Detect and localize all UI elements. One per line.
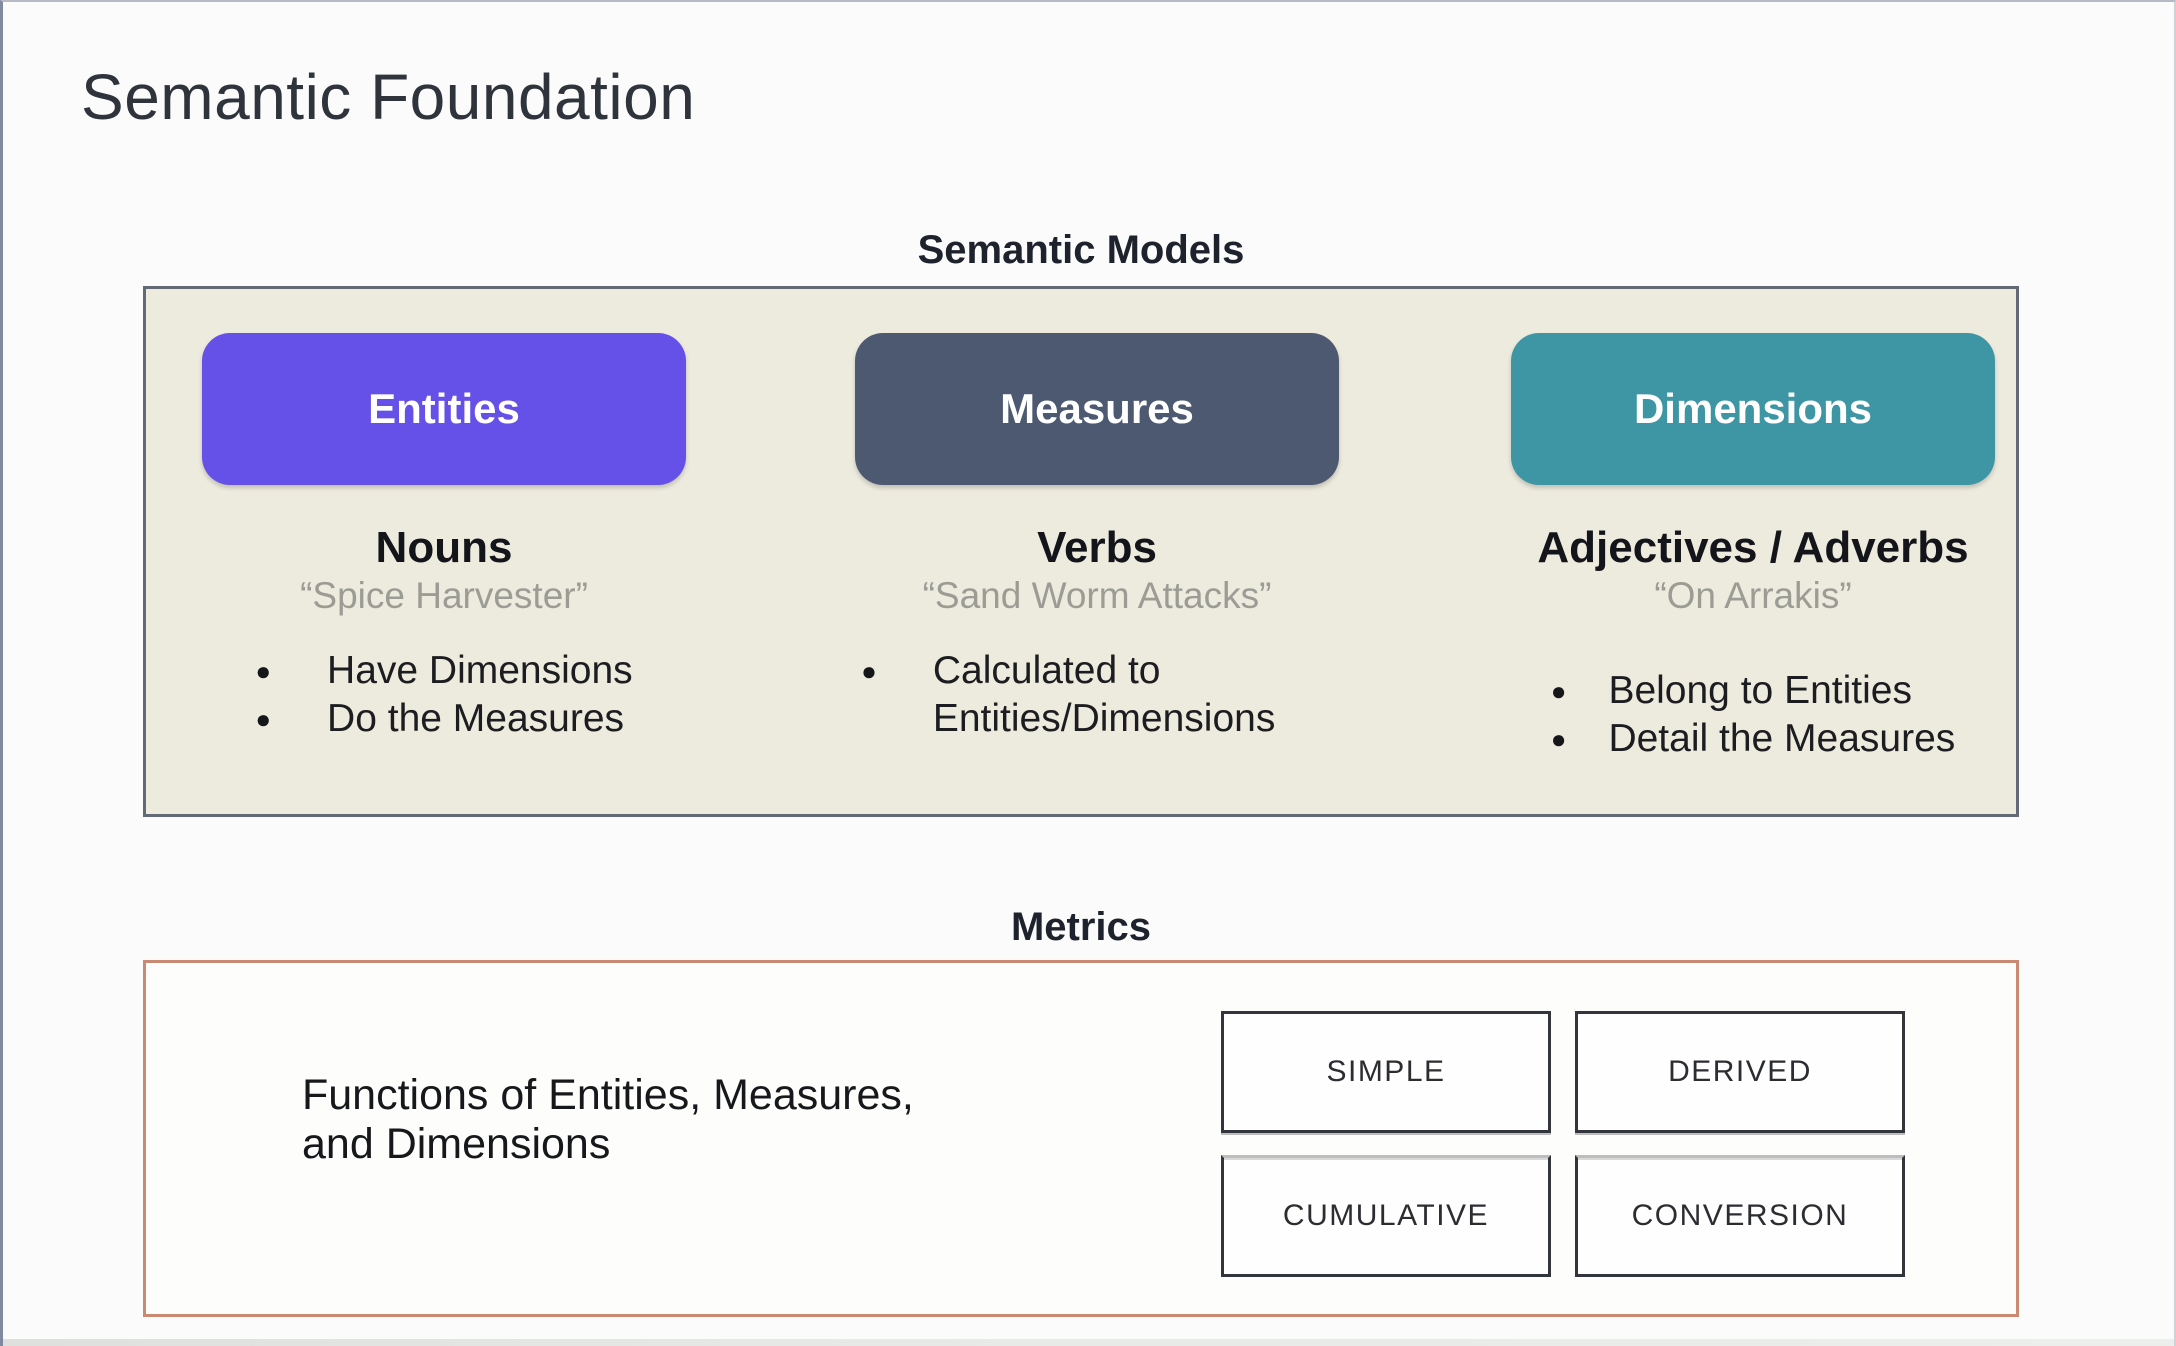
list-item: ● Calculated to Entities/Dimensions [861,647,1333,742]
list-item: ● Have Dimensions [255,647,632,695]
measures-example: “Sand Worm Attacks” [922,575,1272,617]
bullet-icon: ● [1550,676,1567,707]
entities-example: “Spice Harvester” [300,575,588,617]
metric-type-simple: SIMPLE [1221,1011,1551,1133]
bullet-icon: ● [255,704,272,735]
entities-part-of-speech: Nouns [375,523,513,572]
entities-bullet-list: ● Have Dimensions ● Do the Measures [255,647,632,743]
semantic-models-panel: Entities Nouns “Spice Harvester” ● Have D… [143,286,2019,817]
dimensions-part-of-speech: Adjectives / Adverbs [1537,523,1969,572]
dimensions-example: “On Arrakis” [1654,575,1852,617]
dimensions-column: Dimensions Adjectives / Adverbs “On Arra… [1473,289,2033,763]
dimensions-bullet-list: ● Belong to Entities ● Detail the Measures [1551,667,1956,763]
metrics-heading: Metrics [1010,905,1152,949]
metric-type-cumulative: CUMULATIVE [1221,1155,1551,1277]
metrics-description: Functions of Entities, Measures, and Dim… [302,1071,914,1170]
measures-part-of-speech: Verbs [1037,523,1157,572]
semantic-models-heading: Semantic Models [917,228,1245,272]
metric-type-derived: DERIVED [1575,1011,1905,1133]
metric-type-grid: SIMPLE DERIVED CUMULATIVE CONVERSION [1221,1011,1905,1277]
bullet-text: Calculated to Entities/Dimensions [932,649,1276,740]
list-item: ● Belong to Entities [1551,667,1956,715]
list-item: ● Do the Measures [255,695,632,743]
bullet-text: Detail the Measures [1608,717,1956,761]
bullet-icon: ● [255,656,272,687]
metrics-description-line2: and Dimensions [302,1120,611,1169]
metric-type-conversion: CONVERSION [1575,1155,1905,1277]
bullet-icon: ● [861,656,877,687]
metrics-panel: Functions of Entities, Measures, and Dim… [143,960,2019,1317]
measures-column: Measures Verbs “Sand Worm Attacks” ● Calc… [817,289,1377,742]
entities-pill: Entities [202,333,686,485]
dimensions-pill: Dimensions [1511,333,1995,485]
metrics-description-line1: Functions of Entities, Measures, [302,1071,914,1119]
bullet-icon: ● [1550,724,1567,755]
bullet-text: Have Dimensions [327,649,633,693]
bullet-text: Do the Measures [327,697,625,741]
entities-column: Entities Nouns “Spice Harvester” ● Have D… [164,289,724,743]
list-item: ● Detail the Measures [1551,715,1956,763]
bottom-edge-strip [3,1339,2174,1346]
bullet-text: Belong to Entities [1608,669,1912,713]
measures-pill: Measures [855,333,1339,485]
measures-bullet-list: ● Calculated to Entities/Dimensions [861,647,1333,742]
slide-title: Semantic Foundation [81,61,696,133]
